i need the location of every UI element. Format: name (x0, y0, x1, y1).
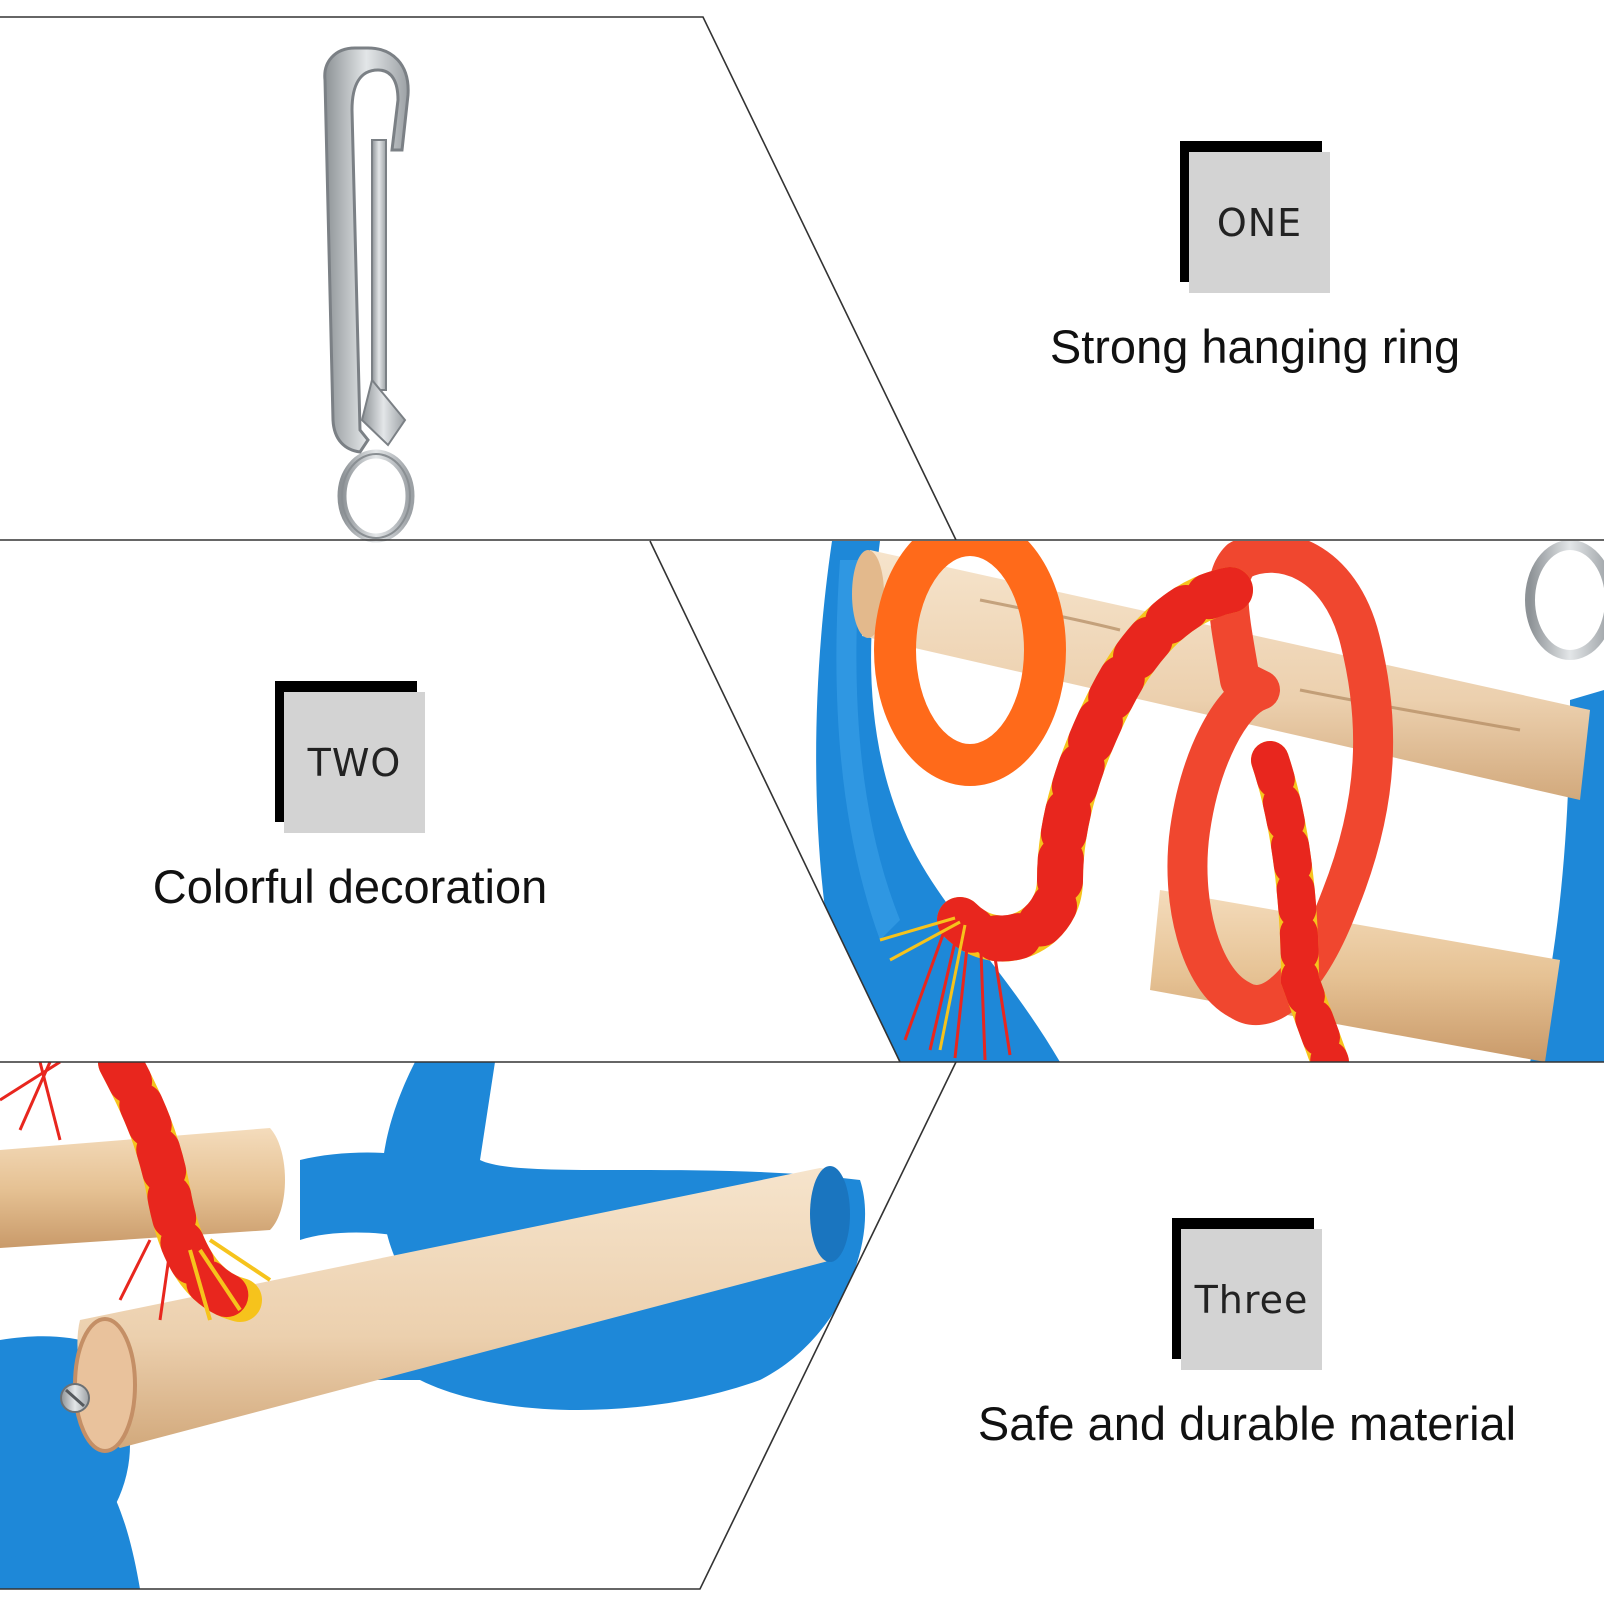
badge-label: TWO (284, 692, 425, 833)
wooden-perch-icon (0, 1062, 866, 1589)
badge-frame-top (1180, 141, 1322, 152)
badge-frame-left (1172, 1218, 1181, 1359)
feature-text: Strong hanging ring (1049, 320, 1461, 373)
feature-two: TWO Colorful decoration (0, 681, 700, 914)
badge-frame-top (275, 681, 417, 692)
feature-text: Safe and durable material (977, 1397, 1517, 1450)
badge-frame-left (1180, 141, 1189, 282)
badge-one: ONE (1180, 141, 1330, 293)
feature-text: Colorful decoration (152, 860, 548, 913)
feature-one: ONE Strong hanging ring (905, 141, 1604, 374)
badge-label: ONE (1189, 152, 1330, 293)
badge-label: Three (1181, 1229, 1322, 1370)
feature-three: Three Safe and durable material (897, 1218, 1597, 1451)
badge-two: TWO (275, 681, 425, 833)
panel-dividers (0, 16, 1604, 1590)
badge-frame-left (275, 681, 284, 822)
badge-three: Three (1172, 1218, 1322, 1370)
metal-clip-icon (323, 46, 415, 543)
bird-swing-icon (816, 541, 1604, 1062)
badge-frame-top (1172, 1218, 1314, 1229)
